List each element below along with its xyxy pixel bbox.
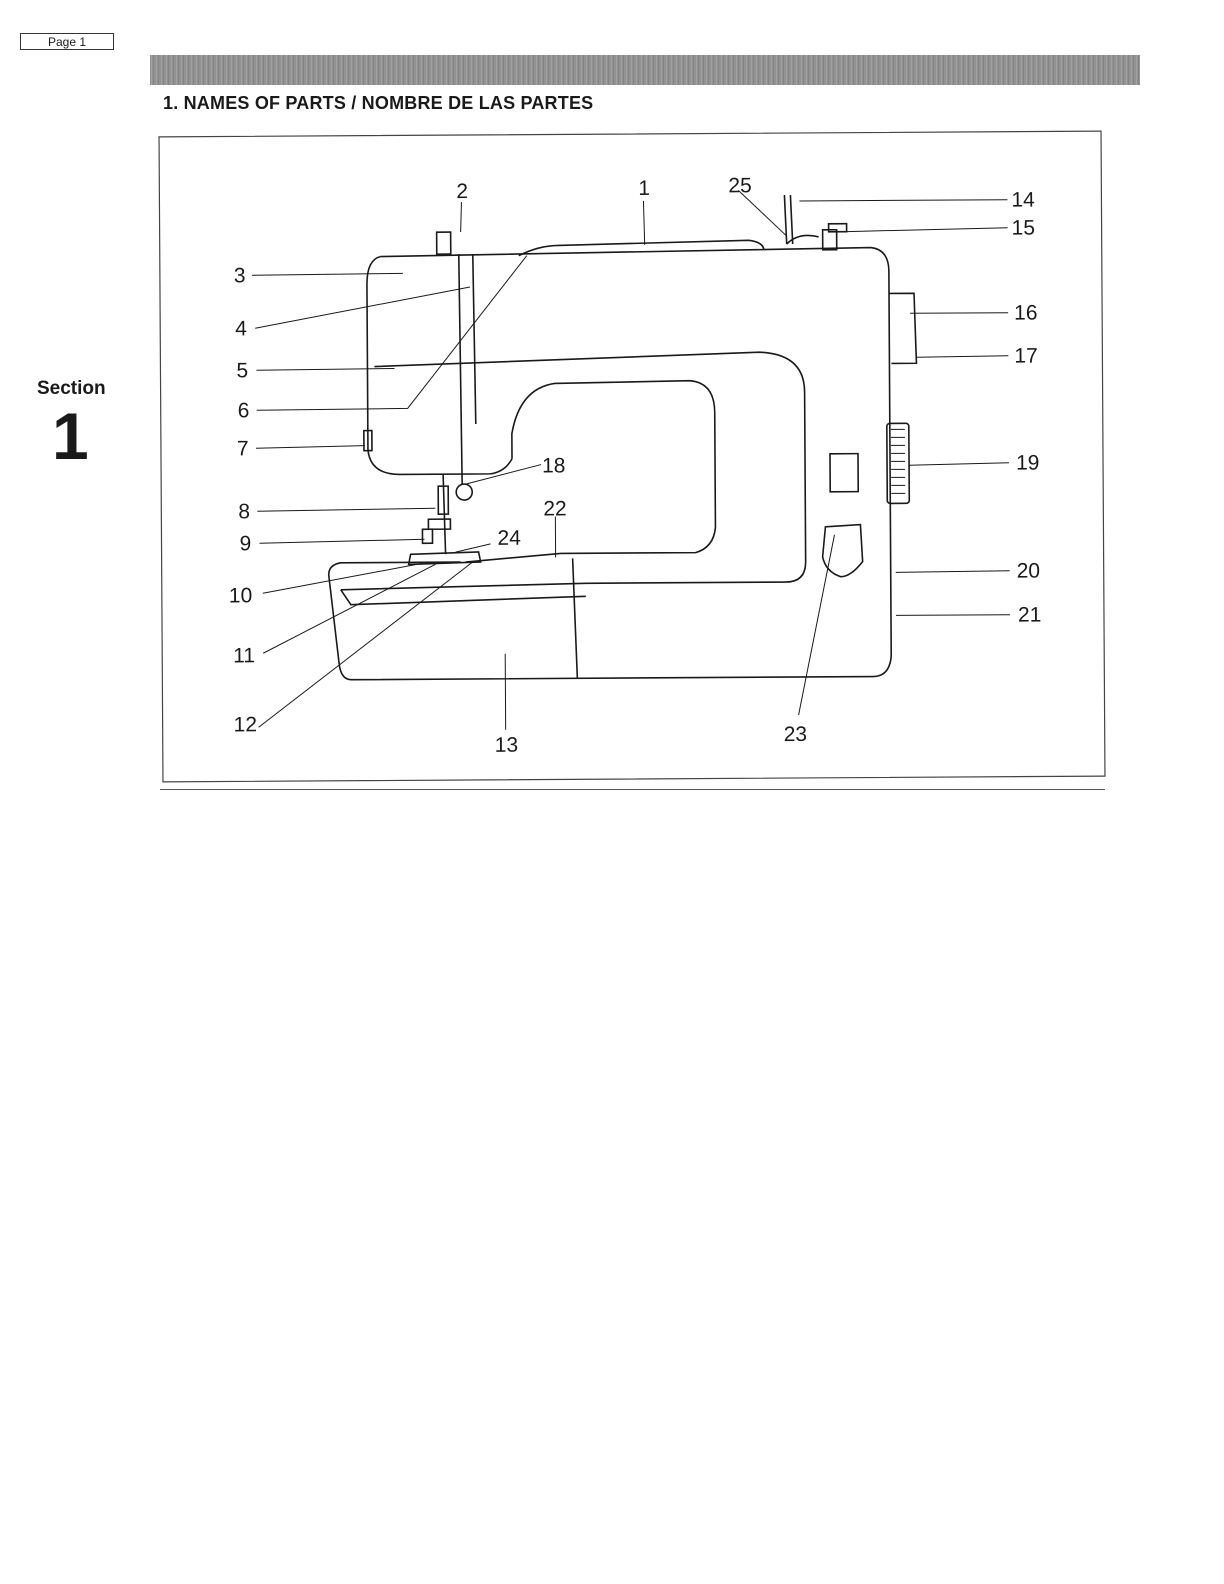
leader-8 bbox=[257, 508, 435, 511]
leader-9 bbox=[260, 539, 425, 543]
callout-24: 24 bbox=[497, 527, 521, 550]
leader-3 bbox=[252, 273, 403, 275]
callout-9: 9 bbox=[239, 532, 251, 555]
callout-1: 1 bbox=[638, 177, 650, 200]
callout-14: 14 bbox=[1011, 189, 1035, 212]
leader-2 bbox=[460, 202, 461, 232]
callout-18: 18 bbox=[542, 454, 565, 477]
leader-21 bbox=[896, 615, 1010, 616]
section-number: 1 bbox=[52, 403, 89, 469]
sewing-machine-diagram: 1 2 3 4 5 6 7 8 9 10 11 12 13 14 15 16 1… bbox=[158, 130, 1106, 783]
leader-14 bbox=[799, 200, 1007, 201]
leader-19 bbox=[909, 463, 1009, 466]
callout-17: 17 bbox=[1014, 345, 1037, 368]
callout-7: 7 bbox=[237, 437, 249, 460]
leader-6 bbox=[256, 256, 528, 411]
machine-body-outline bbox=[327, 247, 892, 679]
diagram-canvas: 1 2 3 4 5 6 7 8 9 10 11 12 13 14 15 16 1… bbox=[158, 130, 1106, 783]
leader-7 bbox=[256, 446, 365, 449]
leader-20 bbox=[896, 571, 1010, 573]
page-heading: 1. NAMES OF PARTS / NOMBRE DE LAS PARTES bbox=[163, 93, 593, 114]
sewing-machine-drawing bbox=[326, 194, 918, 680]
callout-19: 19 bbox=[1016, 452, 1039, 475]
section-label: Section bbox=[37, 378, 106, 400]
leader-5 bbox=[256, 368, 394, 370]
page-label: Page 1 bbox=[20, 33, 114, 50]
callout-6: 6 bbox=[238, 399, 250, 422]
leader-lines bbox=[251, 189, 1010, 732]
callout-2: 2 bbox=[456, 180, 468, 203]
leader-12 bbox=[258, 562, 474, 727]
header-banner bbox=[150, 55, 1140, 85]
callout-13: 13 bbox=[495, 734, 518, 757]
callout-5: 5 bbox=[236, 359, 248, 382]
bottom-rule bbox=[160, 789, 1105, 790]
leader-23 bbox=[797, 535, 835, 715]
machine-head-outline bbox=[367, 256, 512, 475]
free-arm-line bbox=[341, 588, 586, 604]
callout-3: 3 bbox=[234, 264, 246, 287]
callout-4: 4 bbox=[235, 317, 247, 340]
bed-seam bbox=[573, 558, 578, 678]
callout-23: 23 bbox=[784, 723, 807, 746]
leader-11 bbox=[263, 564, 437, 653]
callout-11: 11 bbox=[233, 644, 255, 667]
leader-16 bbox=[910, 313, 1008, 314]
callout-22: 22 bbox=[543, 497, 566, 520]
leader-1 bbox=[643, 201, 644, 245]
leader-15 bbox=[843, 228, 1008, 232]
leader-17 bbox=[916, 356, 1008, 358]
callout-20: 20 bbox=[1017, 560, 1040, 583]
callout-8: 8 bbox=[238, 500, 250, 523]
leader-24 bbox=[456, 544, 491, 552]
callout-10: 10 bbox=[229, 584, 252, 607]
callout-21: 21 bbox=[1018, 604, 1041, 627]
callout-25: 25 bbox=[728, 174, 751, 197]
callout-12: 12 bbox=[234, 713, 257, 736]
callout-16: 16 bbox=[1014, 302, 1037, 325]
callout-15: 15 bbox=[1012, 217, 1035, 240]
leader-4 bbox=[255, 287, 470, 328]
